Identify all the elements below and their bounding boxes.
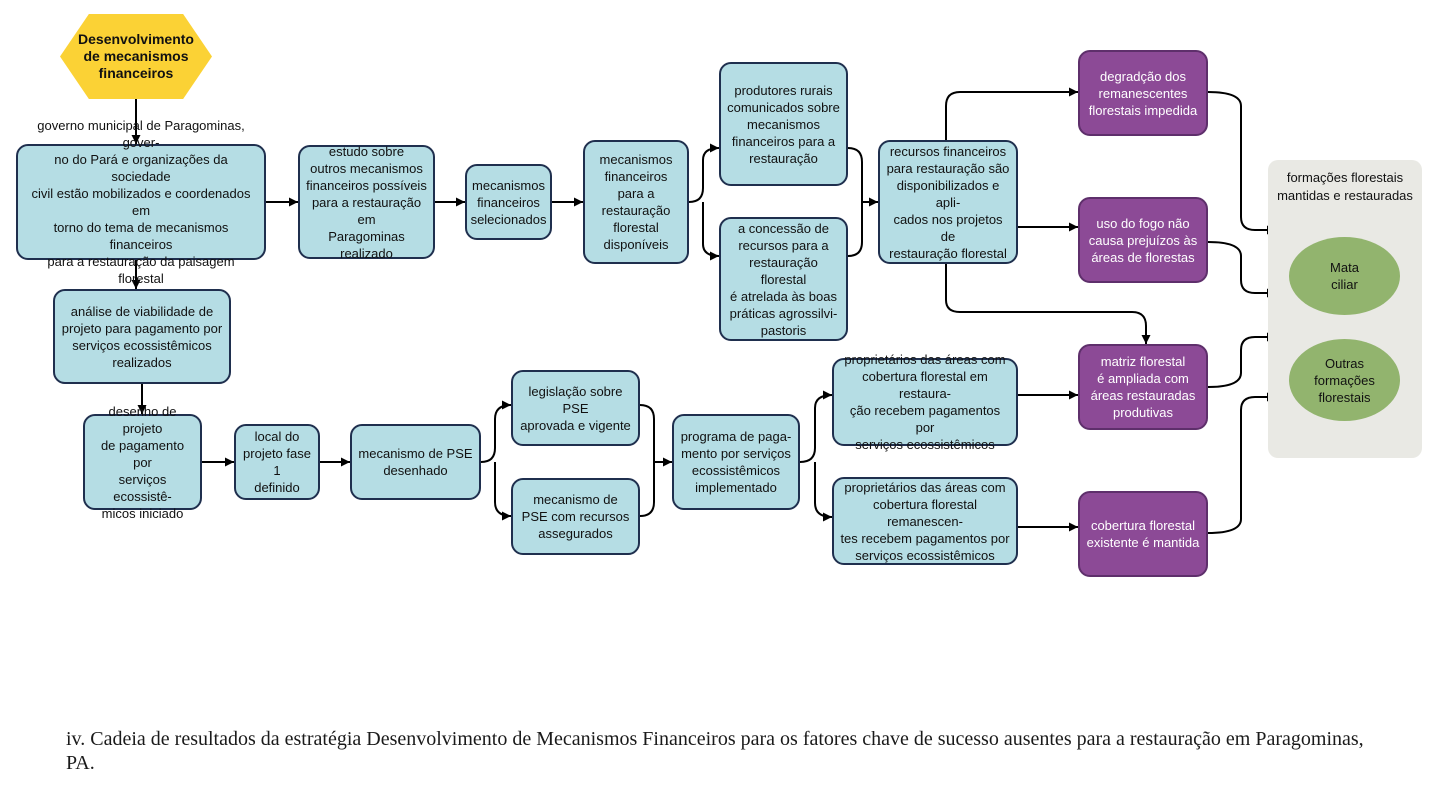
arrow-produtores-recursos xyxy=(847,147,878,207)
arrow-concessao-recursos xyxy=(847,202,863,257)
mecanismos-selecionados-node: mecanismos financeiros selecionados xyxy=(465,164,552,240)
arrow-recursos-degradacao xyxy=(945,87,1078,140)
mata-ciliar-node: Mata ciliar xyxy=(1289,237,1400,315)
arrow-cobertura-panel xyxy=(1207,392,1276,534)
mecanismo-pse-recursos-node: mecanismo de PSE com recursos assegurado… xyxy=(511,478,640,555)
arrow-disponiveis-produtores xyxy=(688,143,720,203)
outcomes-panel-title: formações florestais mantidas e restaura… xyxy=(1277,170,1413,203)
governo-mobilizado-node: governo municipal de Paragominas, gover-… xyxy=(16,118,266,286)
proprietarios-remanescentes-node: proprietários das áreas com cobertura fl… xyxy=(832,477,1018,565)
arrow-programa-proprem xyxy=(814,462,833,522)
proprietarios-restauracao-node: proprietários das áreas com cobertura fl… xyxy=(832,352,1018,452)
arrow-matriz-panel xyxy=(1207,332,1276,388)
local-projeto-node: local do projeto fase 1 definido xyxy=(234,424,320,500)
mecanismos-disponiveis-node: mecanismos financeiros para a restauraçã… xyxy=(583,140,689,264)
uso-fogo-node: uso do fogo não causa prejuízos às áreas… xyxy=(1078,197,1208,283)
cobertura-mantida-node: cobertura florestal existente é mantida xyxy=(1078,491,1208,577)
analise-viabilidade-node: análise de viabilidade de projeto para p… xyxy=(53,289,231,384)
arrow-fogo-panel xyxy=(1207,241,1276,298)
arrow-mecpse-recpse xyxy=(494,462,512,521)
outras-formacoes-node: Outras formações florestais xyxy=(1289,339,1400,421)
concessao-recursos-node: a concessão de recursos para a restauraç… xyxy=(719,217,848,341)
arrow-disponiveis-concessao xyxy=(702,202,720,261)
arrow-legislacao-programa xyxy=(639,404,672,467)
estudo-mecanismos-node: estudo sobre outros mecanismos financeir… xyxy=(298,144,435,261)
arrow-programa-proprest xyxy=(799,390,833,463)
arrow-recpse-programa xyxy=(639,462,655,517)
figure-caption: iv. Cadeia de resultados da estratégia D… xyxy=(66,728,1364,774)
arrow-degradacao-panel xyxy=(1207,91,1276,235)
programa-pagamento-node: programa de paga- mento por serviços eco… xyxy=(672,414,800,510)
recursos-financeiros-node: recursos financeiros para restauração sã… xyxy=(878,140,1018,264)
produtores-comunicados-node: produtores rurais comunicados sobre meca… xyxy=(719,62,848,186)
desenho-projeto-node: desenho de projeto de pagamento por serv… xyxy=(83,404,202,521)
degradacao-impedida-node: degradção dos remanescentes florestais i… xyxy=(1078,50,1208,136)
mecanismo-pse-desenhado-node: mecanismo de PSE desenhado xyxy=(350,424,481,500)
arrow-mecpse-legislacao xyxy=(480,400,512,463)
matriz-ampliada-node: matriz florestal é ampliada com áreas re… xyxy=(1078,344,1208,430)
start-hexagon-node: Desenvolvimento de mecanismos financeiro… xyxy=(60,14,212,99)
legislacao-pse-node: legislação sobre PSE aprovada e vigente xyxy=(511,370,640,446)
arrow-recursos-matriz xyxy=(945,262,1151,344)
